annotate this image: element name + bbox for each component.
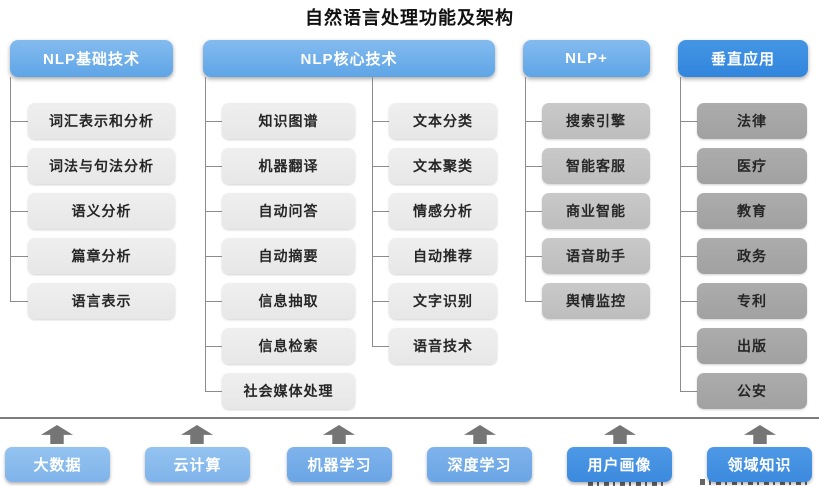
node-ocr: 文字识别 bbox=[389, 283, 497, 319]
foundation-deep-learning: 深度学习 bbox=[427, 447, 532, 482]
connector-tick bbox=[525, 121, 542, 122]
node-auto-qa: 自动问答 bbox=[222, 193, 355, 229]
node-opinion-monitoring: 舆情监控 bbox=[542, 283, 650, 319]
node-text-clustering: 文本聚类 bbox=[389, 148, 497, 184]
node-information-extraction: 信息抽取 bbox=[222, 283, 355, 319]
connector-tick bbox=[680, 256, 697, 257]
node-search-engine: 搜索引擎 bbox=[542, 103, 650, 139]
up-arrow-icon bbox=[604, 425, 636, 444]
node-sentiment-analysis: 情感分析 bbox=[389, 193, 497, 229]
header-nlp-basic: NLP基础技术 bbox=[10, 40, 173, 77]
node-voice-assistant: 语音助手 bbox=[542, 238, 650, 274]
header-nlp-core: NLP核心技术 bbox=[203, 40, 495, 77]
connector-tick bbox=[10, 301, 28, 302]
up-arrow-icon bbox=[41, 425, 73, 444]
connector-tick bbox=[10, 166, 28, 167]
diagram-title: 自然语言处理功能及架构 bbox=[305, 8, 514, 28]
connector-tick bbox=[680, 346, 697, 347]
connector-tick bbox=[372, 346, 389, 347]
connector-tick bbox=[525, 166, 542, 167]
connector-tick bbox=[525, 211, 542, 212]
node-education: 教育 bbox=[697, 193, 807, 229]
node-lexical-representation: 词汇表示和分析 bbox=[28, 103, 175, 139]
connector-tick bbox=[10, 211, 28, 212]
connector-tick bbox=[372, 301, 389, 302]
connector-tick bbox=[525, 301, 542, 302]
connector-tick bbox=[680, 211, 697, 212]
node-publishing: 出版 bbox=[697, 328, 807, 364]
node-machine-translation: 机器翻译 bbox=[222, 148, 355, 184]
node-social-media-processing: 社会媒体处理 bbox=[222, 373, 355, 409]
up-arrow-icon bbox=[744, 425, 776, 444]
node-morph-syntax-analysis: 词法与句法分析 bbox=[28, 148, 175, 184]
node-discourse-analysis: 篇章分析 bbox=[28, 238, 175, 274]
node-information-retrieval: 信息检索 bbox=[222, 328, 355, 364]
node-auto-summarization: 自动摘要 bbox=[222, 238, 355, 274]
up-arrow-icon bbox=[323, 425, 355, 444]
up-arrow-icon bbox=[181, 425, 213, 444]
node-medical: 医疗 bbox=[697, 148, 807, 184]
connector-tick bbox=[205, 211, 222, 212]
node-public-security: 公安 bbox=[697, 373, 807, 409]
node-patent: 专利 bbox=[697, 283, 807, 319]
connector-tick bbox=[372, 166, 389, 167]
node-smart-customer-service: 智能客服 bbox=[542, 148, 650, 184]
connector-tick bbox=[372, 256, 389, 257]
foundation-domain-knowledge: 领域知识 bbox=[707, 447, 812, 482]
clipped-watermark-glyphs bbox=[588, 481, 668, 486]
node-knowledge-graph: 知识图谱 bbox=[222, 103, 355, 139]
foundation-big-data: 大数据 bbox=[5, 447, 110, 482]
node-semantic-analysis: 语义分析 bbox=[28, 193, 175, 229]
connector-tick bbox=[525, 256, 542, 257]
connector-tick bbox=[205, 346, 222, 347]
node-law: 法律 bbox=[697, 103, 807, 139]
node-government: 政务 bbox=[697, 238, 807, 274]
connector-tick bbox=[680, 391, 697, 392]
connector-tick bbox=[372, 211, 389, 212]
foundation-separator-line bbox=[0, 417, 819, 419]
connector-tick bbox=[205, 121, 222, 122]
connector-tick bbox=[10, 256, 28, 257]
connector-trunk-basic bbox=[10, 77, 11, 301]
connector-tick bbox=[205, 391, 222, 392]
node-speech-technology: 语音技术 bbox=[389, 328, 497, 364]
foundation-cloud-computing: 云计算 bbox=[145, 447, 250, 482]
connector-trunk-nlp-plus bbox=[525, 77, 526, 301]
node-language-representation: 语言表示 bbox=[28, 283, 175, 319]
connector-tick bbox=[205, 256, 222, 257]
connector-tick bbox=[10, 121, 28, 122]
node-auto-recommendation: 自动推荐 bbox=[389, 238, 497, 274]
connector-tick bbox=[205, 301, 222, 302]
connector-tick bbox=[680, 121, 697, 122]
clipped-watermark-glyphs bbox=[700, 479, 812, 485]
foundation-user-profiling: 用户画像 bbox=[567, 447, 672, 482]
connector-tick bbox=[680, 301, 697, 302]
node-text-classification: 文本分类 bbox=[389, 103, 497, 139]
connector-tick bbox=[205, 166, 222, 167]
header-vertical-apps: 垂直应用 bbox=[678, 40, 808, 77]
foundation-machine-learning: 机器学习 bbox=[287, 447, 392, 482]
up-arrow-icon bbox=[464, 425, 496, 444]
connector-trunk-vertical bbox=[680, 77, 681, 391]
connector-trunk-core-left bbox=[205, 77, 206, 391]
header-nlp-plus: NLP+ bbox=[523, 40, 650, 77]
connector-tick bbox=[372, 121, 389, 122]
node-business-intelligence: 商业智能 bbox=[542, 193, 650, 229]
connector-tick bbox=[680, 166, 697, 167]
